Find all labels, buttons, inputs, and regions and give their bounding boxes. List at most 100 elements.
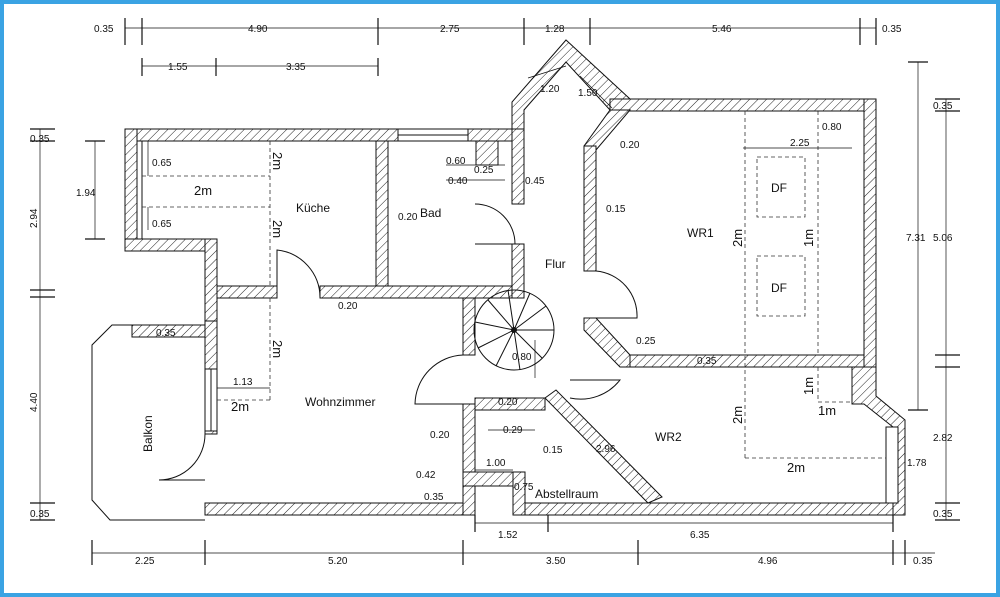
wall-living-bottom — [204, 502, 468, 516]
dim-inner-042: 0.42 — [416, 470, 436, 481]
wall-living-left-lower — [204, 430, 218, 435]
dim-bottom-3: 4.96 — [758, 556, 778, 567]
dim-right-0: 7.31 — [906, 233, 926, 244]
dim-top2-0: 1.55 — [168, 62, 188, 73]
dim-left-2: 4.40 — [29, 392, 40, 412]
dim-left-1: 2.94 — [29, 208, 40, 228]
dim-right-4: 1.78 — [907, 458, 927, 469]
wall-wr1-left — [583, 145, 597, 272]
height-k3: 2m — [270, 220, 285, 238]
dim-inner-020c: 0.20 — [338, 301, 358, 312]
label-bad: Bad — [420, 206, 441, 220]
wall-kitchen-living-1 — [216, 285, 278, 299]
wall-bath-right-lower — [511, 243, 525, 299]
dim-bottom-0: 2.25 — [135, 556, 155, 567]
dim-inner-113: 1.13 — [233, 377, 253, 388]
dim-inner-060: 0.60 — [446, 156, 466, 167]
dim-top2-1: 3.35 — [286, 62, 306, 73]
wall-wr2-bottom — [512, 502, 906, 516]
dim-top-4: 5.46 — [712, 24, 732, 35]
label-skylight-2: DF — [771, 281, 787, 295]
door-bath — [474, 203, 516, 245]
dim-bottom2-1: 6.35 — [690, 530, 710, 541]
window-wr2 — [885, 426, 899, 504]
dim-bottom-1: 5.20 — [328, 556, 348, 567]
dim-right-2: 5.06 — [933, 233, 953, 244]
label-wohnzimmer: Wohnzimmer — [305, 395, 375, 409]
wall-living-left-upper — [204, 238, 218, 322]
door-wr2 — [569, 379, 622, 400]
dim-top-3: 1.28 — [545, 24, 565, 35]
dim-inner-015b: 0.15 — [543, 445, 563, 456]
height-wr2a: 1m — [801, 377, 816, 395]
dim-right-1: 0.35 — [933, 101, 953, 112]
balcony-outline — [91, 324, 205, 521]
wall-storage-post — [462, 485, 476, 516]
wall-kitchen-top — [124, 128, 399, 142]
wall-storage-diag — [544, 389, 663, 504]
label-abstellraum: Abstellraum — [535, 487, 598, 501]
door-kitchen — [276, 249, 321, 299]
door-living — [414, 354, 464, 405]
height-labels: 2m 2m 2m 2m 2m 2m 1m 1m 1m 2m 2m — [194, 152, 836, 475]
wall-bath-right — [511, 128, 525, 205]
dim-top-0: 0.35 — [94, 24, 114, 35]
dim-inner-040: 0.40 — [448, 176, 468, 187]
dim-top-5: 0.35 — [882, 24, 902, 35]
room-labels: Küche Bad Flur WR1 WR2 Wohnzimmer Balkon… — [141, 181, 787, 501]
dim-inner-120: 1.20 — [540, 84, 560, 95]
height-wr2d: 2m — [787, 460, 805, 475]
dim-inner-080a: 0.80 — [822, 122, 842, 133]
dim-top-1: 4.90 — [248, 24, 268, 35]
height-wr1a: 2m — [730, 229, 745, 247]
wall-wr1-right — [863, 98, 877, 370]
dim-inner-080b: 0.80 — [512, 352, 532, 363]
wall-wr2-right — [851, 366, 906, 516]
wall-wr1-bottom — [627, 354, 865, 368]
height-wr1b: 1m — [801, 229, 816, 247]
wall-kitchen-bath — [375, 140, 389, 287]
height-lines — [142, 111, 886, 459]
dim-bottom2-0: 1.52 — [498, 530, 518, 541]
dim-inner-020d: 0.20 — [498, 397, 518, 408]
dim-inner-075: 0.75 — [514, 482, 534, 493]
height-wz1: 2m — [270, 340, 285, 358]
label-balkon: Balkon — [141, 415, 155, 452]
height-wr2b: 1m — [818, 403, 836, 418]
skylight-2 — [756, 255, 806, 317]
dim-inner-020b: 0.20 — [398, 212, 418, 223]
label-skylight-1: DF — [771, 181, 787, 195]
doors — [158, 203, 638, 481]
dim-inner-065a: 0.65 — [152, 158, 172, 169]
label-flur: Flur — [545, 257, 566, 271]
dim-inner-045: 0.45 — [525, 176, 545, 187]
label-wr1: WR1 — [687, 226, 714, 240]
dim-top-2: 2.75 — [440, 24, 460, 35]
label-kueche: Küche — [296, 201, 330, 215]
wall-wr1-top — [609, 98, 877, 112]
wall-storage-top — [462, 471, 514, 487]
height-k2: 2m — [270, 152, 285, 170]
dim-inner-029: 0.29 — [503, 425, 523, 436]
dim-inner-035b: 0.35 — [697, 356, 717, 367]
dim-bottom-2: 3.50 — [546, 556, 566, 567]
window-kitchen — [136, 140, 143, 240]
door-wr1 — [595, 270, 638, 319]
dim-inner-296: 2.96 — [596, 444, 616, 455]
dim-inner-025a: 0.25 — [474, 165, 494, 176]
walls — [124, 39, 906, 516]
dim-inner-025b: 0.25 — [636, 336, 656, 347]
dim-right-3: 2.82 — [933, 433, 953, 444]
height-k1: 2m — [194, 183, 212, 198]
dim-inner-020e: 0.20 — [430, 430, 450, 441]
wall-hall-bottom — [474, 397, 546, 411]
dim-inner-150: 1.50 — [578, 88, 598, 99]
dim-inner-065b: 0.65 — [152, 219, 172, 230]
wall-storage-left — [512, 471, 526, 516]
dim-right-5: 0.35 — [933, 509, 953, 520]
wall-kitchen-left — [124, 128, 138, 240]
wall-living-left-mid — [204, 320, 218, 370]
height-wr2c: 2m — [730, 406, 745, 424]
dimension-lines — [30, 18, 960, 565]
